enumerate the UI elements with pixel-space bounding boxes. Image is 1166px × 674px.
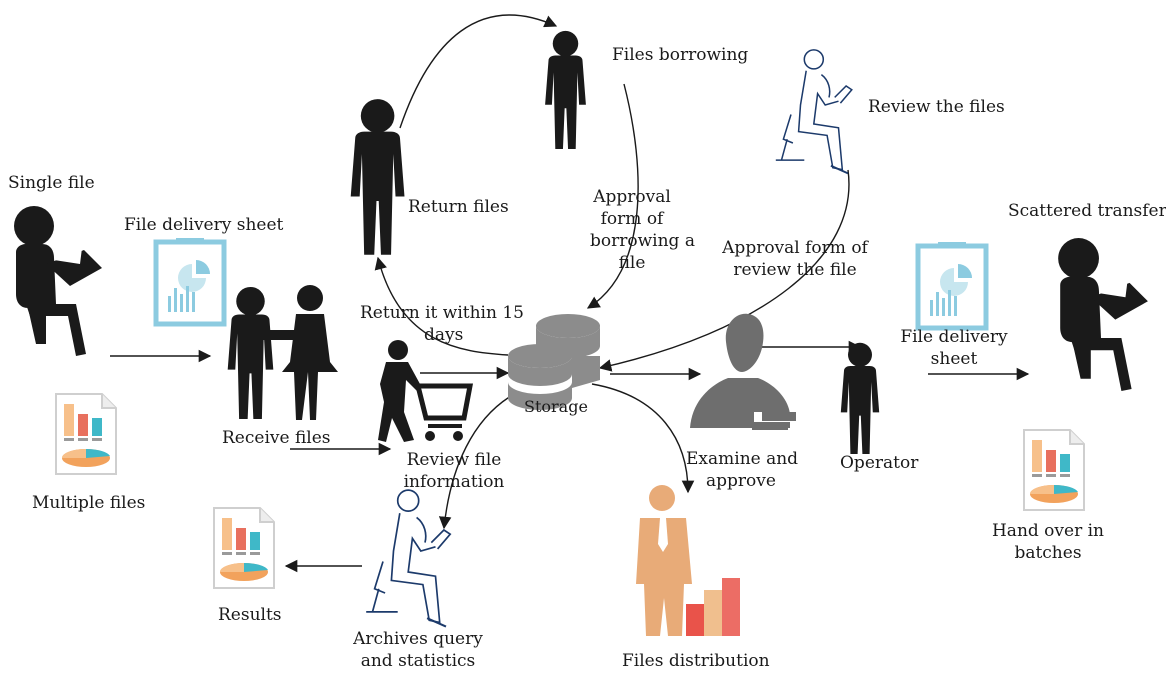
executive-chart-icon xyxy=(636,485,740,636)
arrow-storage-to-archives xyxy=(438,391,519,530)
label-approval-borrow: Approval form of borrowing a file xyxy=(590,187,695,273)
label-approval-review: Approval form of review the file xyxy=(722,238,868,280)
files-borrowing-person-icon xyxy=(545,30,586,150)
single-file-reader-icon xyxy=(14,206,102,356)
label-receive-files: Receive files xyxy=(222,428,331,448)
handshake-icon xyxy=(227,285,338,420)
arrow-borrowing-to-storage xyxy=(586,83,639,309)
label-files-distribution: Files distribution xyxy=(622,651,770,671)
connectors xyxy=(110,14,1030,573)
examine-manager-icon xyxy=(690,313,796,430)
results-icon xyxy=(213,507,275,589)
arrow-storage-to-return xyxy=(374,256,509,356)
file-delivery-sheet-left-icon xyxy=(156,238,224,324)
label-return-within: Return it within 15 days xyxy=(360,303,524,345)
storage-database-icon xyxy=(508,314,600,410)
operator-person-icon xyxy=(840,342,880,454)
hand-over-batches-icon xyxy=(1023,429,1085,511)
arrow-return-to-borrowing xyxy=(399,14,558,129)
label-return-files: Return files xyxy=(408,197,509,217)
scattered-transfer-reader-icon xyxy=(1058,238,1148,392)
label-review-info: Review file information xyxy=(403,450,505,492)
label-hand-over: Hand over in batches xyxy=(991,521,1104,563)
arrow-review-to-storage-2 xyxy=(598,169,850,372)
label-multiple-files: Multiple files xyxy=(32,493,146,513)
label-file-delivery-sheet-right: File delivery sheet xyxy=(900,327,1008,369)
label-operator: Operator xyxy=(840,453,919,473)
label-examine-approve: Examine and approve xyxy=(686,449,799,491)
label-archives: Archives query and statistics xyxy=(353,629,483,671)
cart-person-icon xyxy=(378,340,474,442)
label-storage: Storage xyxy=(524,397,588,416)
return-files-person-icon xyxy=(350,99,405,255)
review-files-seated-icon xyxy=(774,48,853,175)
arrow-storage-to-distribution xyxy=(591,383,695,494)
label-review-files: Review the files xyxy=(868,97,1005,117)
label-results: Results xyxy=(218,605,282,625)
label-scattered-transfer: Scattered transfer xyxy=(1008,201,1166,221)
multiple-files-icon xyxy=(55,393,117,475)
label-files-borrowing: Files borrowing xyxy=(612,45,749,65)
label-file-delivery-sheet-left: File delivery sheet xyxy=(124,215,284,235)
archives-seated-icon xyxy=(365,489,452,628)
file-delivery-sheet-right-icon xyxy=(918,242,986,328)
label-single-file: Single file xyxy=(8,173,95,193)
